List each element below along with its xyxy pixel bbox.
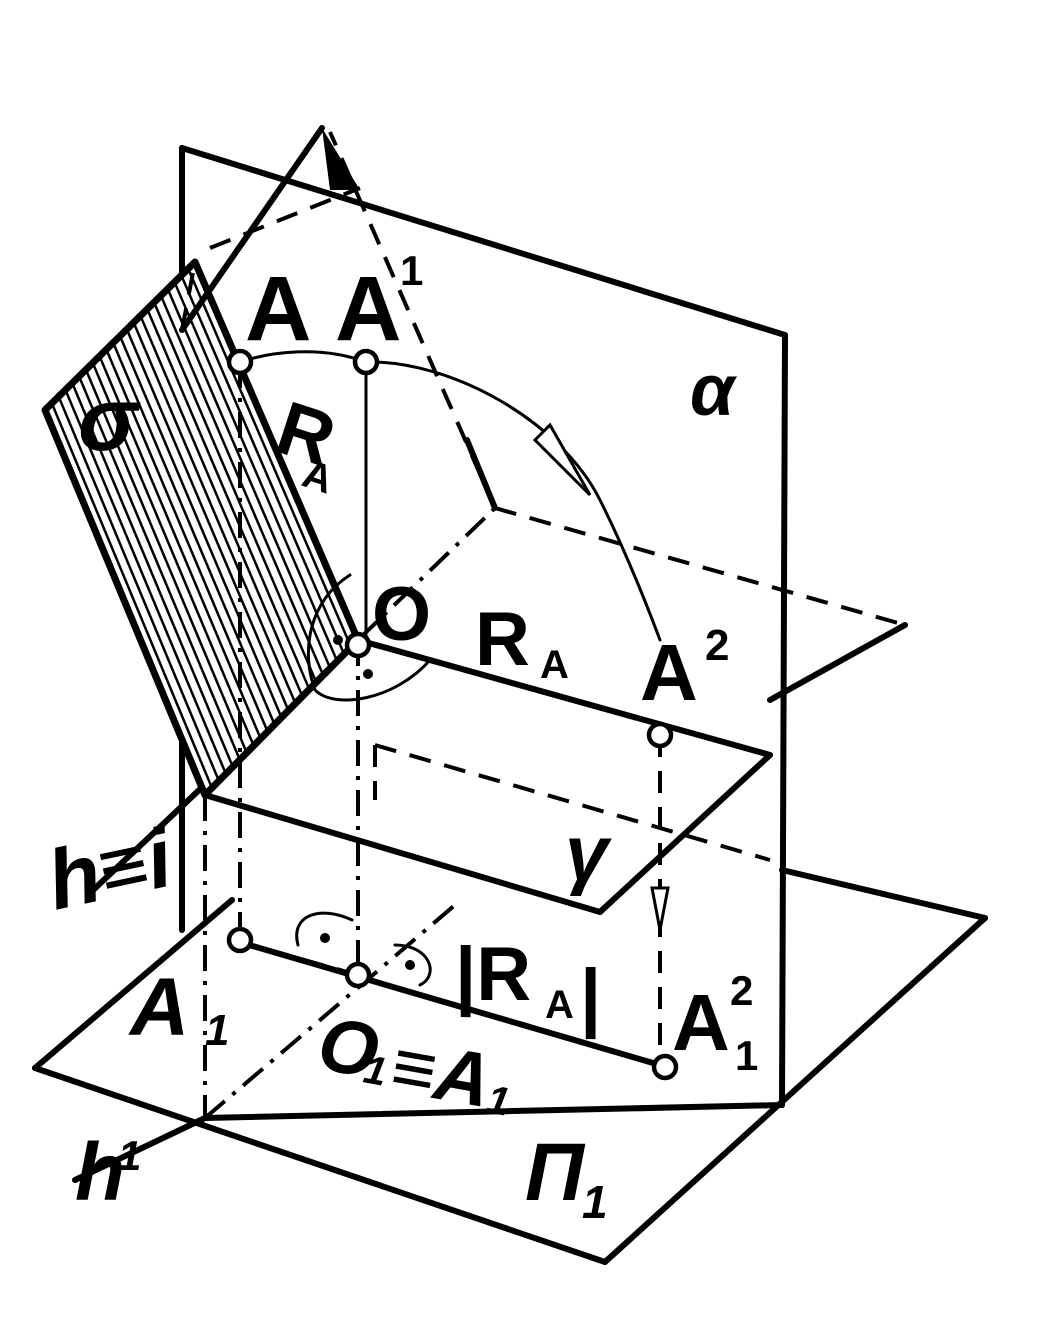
- label-O1: O: [312, 1001, 385, 1095]
- sigma-hatch-line: [91, 362, 255, 747]
- sigma-hatch-line: [125, 328, 290, 711]
- sigma-hatch-line: [139, 315, 304, 697]
- label-h1: h: [75, 1127, 125, 1218]
- label-A2-sup: 2: [705, 621, 729, 670]
- points: [226, 348, 679, 1081]
- label-gamma: γ: [565, 809, 612, 897]
- label-A1-upper: A: [335, 258, 401, 360]
- sigma-hatch-line: [146, 308, 311, 690]
- label-O1-eq: ≡A: [385, 1023, 497, 1124]
- sigma-hatch-line: [173, 281, 339, 662]
- arc-arrow-icon: [532, 422, 592, 497]
- plane-sigma: [41, 125, 362, 799]
- sigma-hatching: [50, 268, 353, 789]
- sigma-hatch-line: [84, 369, 248, 754]
- label-O: O: [372, 572, 431, 657]
- label-Pi1: П: [525, 1127, 586, 1218]
- sigma-hatch-line: [71, 382, 234, 768]
- label-A1-lower: A: [128, 962, 189, 1053]
- sigma-hatch-line: [112, 342, 276, 726]
- label-A21: A: [672, 978, 730, 1067]
- label-A1-lower-sub: 1: [205, 1006, 229, 1055]
- point-A: [226, 348, 254, 376]
- point-A2: [646, 721, 674, 749]
- label-RA-abs-close: |: [580, 954, 601, 1040]
- labels: A A 1 α σ R A O R A A 2 h≡i γ A 1 |R A |…: [39, 247, 758, 1228]
- sigma-hatch-line: [57, 396, 221, 782]
- down-arrow-icon: [650, 886, 670, 931]
- label-A21-sub: 1: [735, 1032, 758, 1079]
- sigma-hatch-line: [118, 335, 283, 718]
- sigma-hatch-line: [98, 355, 262, 740]
- label-sigma: σ: [78, 370, 141, 470]
- label-RA-abs: |R: [455, 932, 531, 1018]
- point-A1-upper: [352, 348, 380, 376]
- sigma-hatch-line: [152, 301, 318, 683]
- plane-gamma: [202, 506, 908, 915]
- label-A: A: [245, 258, 311, 360]
- label-A2: A: [640, 628, 698, 717]
- sigma-hatch-line: [159, 295, 325, 676]
- point-A1-lower: [226, 926, 254, 954]
- right-angle-marks: [295, 635, 432, 987]
- label-h1-sub: 1: [118, 1132, 141, 1179]
- sigma-hatch-line: [50, 402, 214, 789]
- sigma-top-wedge: [322, 128, 360, 190]
- sigma-hatch-line: [132, 322, 297, 704]
- label-RA-abs-sub: A: [545, 983, 574, 1027]
- plane-pi1: [32, 867, 988, 1265]
- label-RA-mid-sub: A: [540, 643, 569, 687]
- point-A21: [651, 1053, 679, 1081]
- sigma-hatch-line: [77, 375, 241, 761]
- sigma-hatch-line: [187, 268, 353, 648]
- sigma-hatch-line: [166, 288, 332, 669]
- sigma-hatch-line: [180, 274, 346, 655]
- point-O1: [344, 961, 372, 989]
- label-Pi1-sub: 1: [582, 1176, 608, 1228]
- label-A21-sup: 2: [730, 967, 753, 1014]
- label-alpha: α: [690, 351, 738, 431]
- sigma-hatch-line: [64, 389, 228, 775]
- label-A1-upper-sup: 1: [400, 247, 423, 294]
- label-RA-mid: R: [475, 597, 530, 682]
- point-O: [344, 631, 372, 659]
- axis-h: [72, 131, 785, 1183]
- label-h-i: h≡i: [39, 810, 181, 928]
